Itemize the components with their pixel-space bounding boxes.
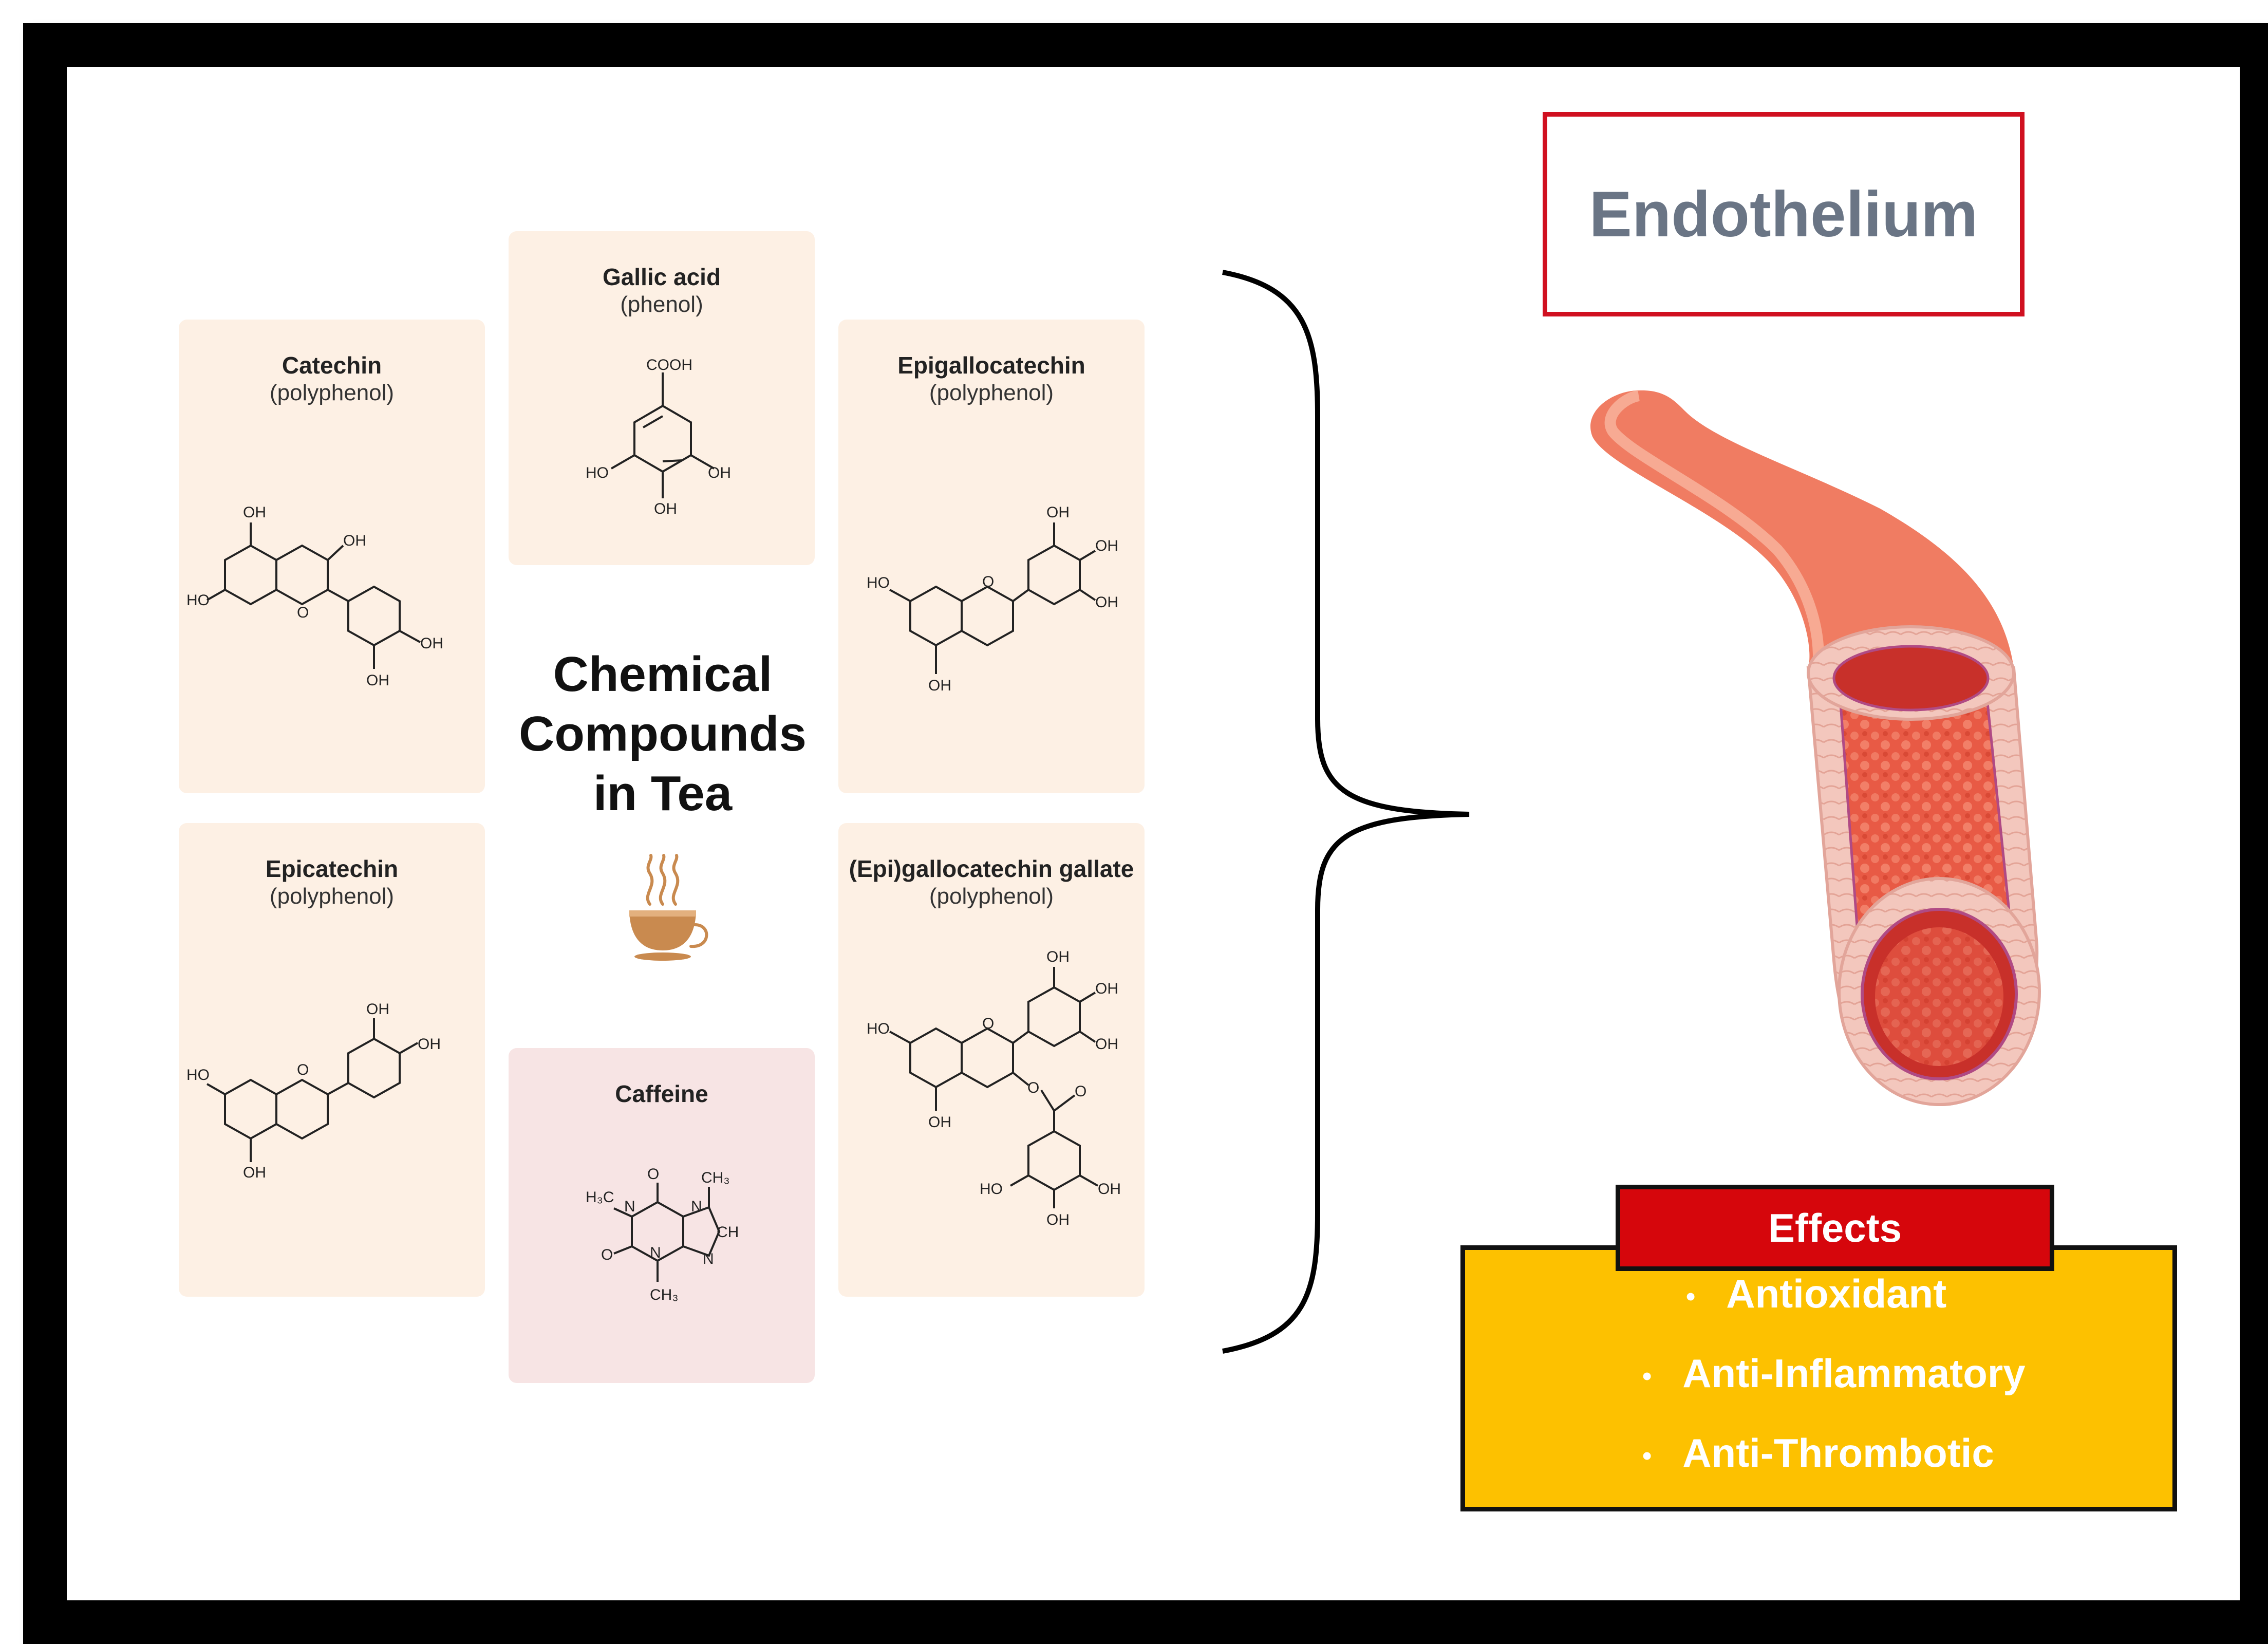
effect-item: • Antioxidant — [1686, 1271, 1946, 1317]
label-oh: OH — [928, 1114, 951, 1131]
label-n: N — [703, 1250, 714, 1267]
label-oh: OH — [654, 500, 677, 517]
epicatechin-structure: HO O OH OH OH — [186, 1001, 441, 1181]
compound-card-caffeine: Caffeine O CH₃ H₃C N N CH N O N CH₃ — [509, 1048, 815, 1383]
compound-card-egcg: (Epi)gallocatechin gallate (polyphenol) … — [838, 823, 1145, 1297]
compound-name: Epigallocatechin — [897, 352, 1085, 379]
effects-list: • Antioxidant • Anti-Inflammatory • Anti-Th… — [1460, 1245, 2177, 1511]
label-oh: OH — [418, 1036, 441, 1053]
label-ch: CH — [717, 1224, 739, 1241]
endothelium-label: Endothelium — [1543, 112, 2025, 316]
label-oh: OH — [1046, 948, 1070, 965]
label-oh: OH — [1095, 980, 1118, 997]
label-o: O — [982, 573, 994, 590]
label-n: N — [650, 1244, 661, 1261]
compound-class: (polyphenol) — [929, 884, 1054, 909]
label-ho: HO — [867, 1020, 890, 1037]
compound-name: (Epi)gallocatechin gallate — [849, 855, 1134, 882]
label-o: O — [1027, 1079, 1039, 1096]
label-ho: HO — [867, 574, 890, 591]
effects-header: Effects — [1616, 1185, 2054, 1271]
diagram-title: Chemical Compounds in Tea — [503, 645, 822, 824]
effect-item: • Anti-Thrombotic — [1642, 1430, 1994, 1477]
label-oh: OH — [366, 672, 389, 689]
compound-class: (phenol) — [620, 292, 703, 317]
bullet-icon: • — [1642, 1361, 1652, 1392]
label-oh: OH — [1095, 1036, 1118, 1053]
label-oh: OH — [1046, 504, 1070, 521]
label-n: N — [691, 1198, 702, 1215]
curly-brace — [1222, 270, 1470, 1354]
gallic-acid-structure: COOH HO OH OH — [586, 357, 731, 517]
label-o: O — [647, 1166, 659, 1183]
compound-class: (polyphenol) — [269, 884, 395, 909]
compound-card-gallic-acid: Gallic acid (phenol) COOH HO OH OH — [509, 231, 815, 565]
effect-label: Antioxidant — [1726, 1271, 1947, 1316]
bullet-icon: • — [1642, 1441, 1652, 1471]
label-oh: OH — [1095, 594, 1118, 611]
compound-name: Catechin — [282, 352, 382, 379]
compound-card-catechin: Catechin (polyphenol) OH OH HO O OH OH — [179, 320, 485, 793]
label-h3c: H₃C — [586, 1189, 614, 1206]
compound-class: (polyphenol) — [269, 380, 395, 405]
label-cooh: COOH — [646, 357, 692, 373]
compound-card-epigallocatechin: Epigallocatechin (polyphenol) HO O OH OH… — [838, 320, 1145, 793]
label-oh: OH — [928, 677, 951, 694]
label-ho: HO — [186, 592, 210, 609]
label-ho: HO — [980, 1181, 1003, 1198]
label-o: O — [982, 1015, 994, 1032]
effect-label: Anti-Thrombotic — [1682, 1430, 1994, 1475]
blood-vessel-illustration — [1590, 390, 2041, 1107]
compound-class: (polyphenol) — [929, 380, 1054, 405]
label-ho: HO — [586, 464, 609, 481]
compound-name: Caffeine — [615, 1080, 708, 1107]
compound-name: Gallic acid — [602, 264, 721, 290]
label-n: N — [624, 1198, 635, 1215]
title-line: in Tea — [593, 766, 733, 821]
compound-name: Epicatechin — [265, 855, 399, 882]
label-o: O — [297, 1061, 309, 1078]
epigallocatechin-structure: HO O OH OH OH OH — [867, 504, 1118, 694]
label-oh: OH — [1098, 1181, 1121, 1198]
label-ch3: CH₃ — [701, 1169, 730, 1186]
effect-item: • Anti-Inflammatory — [1642, 1350, 2026, 1397]
label-o: O — [1075, 1083, 1086, 1100]
label-oh: OH — [243, 1164, 266, 1181]
compound-card-epicatechin: Epicatechin (polyphenol) HO O OH OH OH — [179, 823, 485, 1297]
label-oh: OH — [366, 1001, 389, 1018]
title-line: Compounds — [519, 706, 807, 761]
label-oh: OH — [1095, 537, 1118, 554]
label-ho: HO — [186, 1067, 210, 1083]
caffeine-structure: O CH₃ H₃C N N CH N O N CH₃ — [586, 1166, 739, 1303]
label-oh: OH — [708, 464, 731, 481]
label-oh: OH — [1046, 1211, 1070, 1228]
tea-cup-icon — [629, 854, 708, 961]
title-line: Chemical — [553, 647, 773, 702]
label-o: O — [297, 604, 309, 621]
label-ch3: CH₃ — [650, 1286, 679, 1303]
label-oh: OH — [420, 635, 443, 652]
egcg-structure: HO O OH OH OH OH O O HO OH OH — [867, 948, 1121, 1228]
effect-label: Anti-Inflammatory — [1682, 1351, 2026, 1396]
label-oh: OH — [243, 504, 266, 521]
bullet-icon: • — [1686, 1282, 1696, 1312]
label-o: O — [601, 1246, 613, 1263]
catechin-structure: OH OH HO O OH OH — [186, 504, 443, 689]
label-oh: OH — [343, 532, 366, 549]
